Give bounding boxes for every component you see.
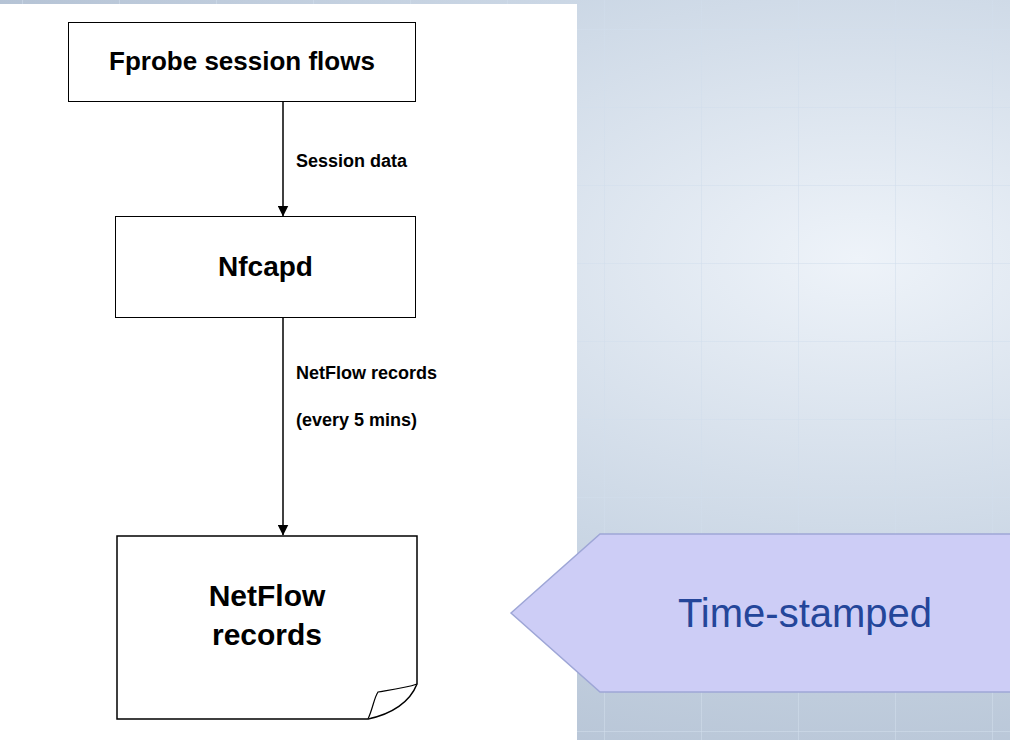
edge-label: Session data — [296, 138, 471, 185]
callout-shape: Time-stamped — [510, 533, 1010, 693]
document-outline — [117, 536, 417, 719]
node-label: NetFlow records — [167, 576, 367, 654]
node-label: Fprobe session flows — [109, 45, 375, 79]
node-label: Time-stamped — [678, 587, 932, 639]
process-box: Nfcapd — [115, 216, 416, 318]
flow-arrow — [282, 102, 284, 216]
edge-label: NetFlow records (every 5 mins) — [296, 350, 471, 444]
process-box: Fprobe session flows — [68, 22, 416, 102]
callout-outline — [511, 534, 1010, 692]
node-label: Nfcapd — [218, 249, 313, 285]
document-shape: NetFlow records — [116, 535, 418, 720]
flow-arrow — [282, 318, 284, 535]
page-curl — [368, 684, 417, 719]
